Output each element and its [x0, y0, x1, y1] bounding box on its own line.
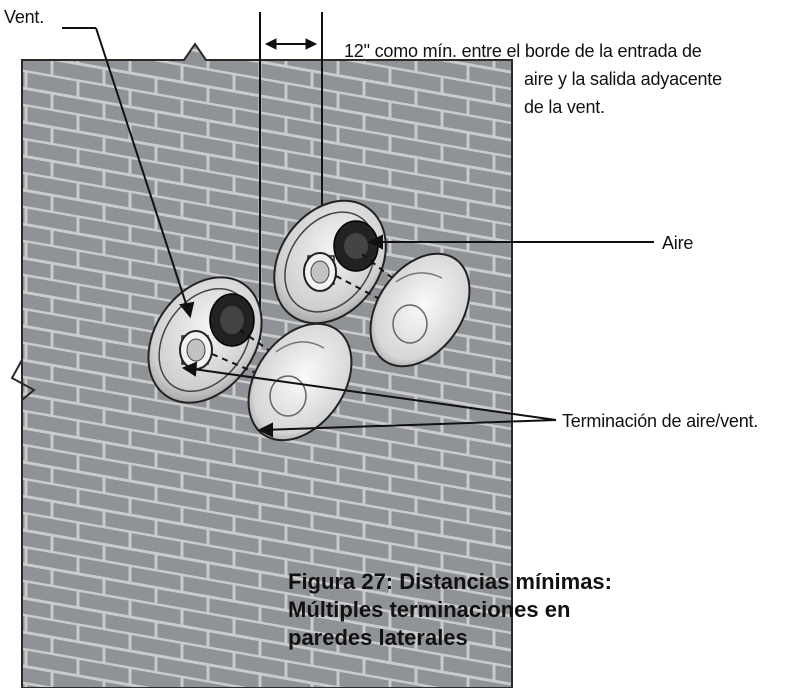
figure-caption-line3: paredes laterales	[288, 625, 468, 650]
clearance-dimension	[259, 12, 323, 340]
termination-cap-lower	[247, 322, 353, 442]
figure-caption-line1: Figura 27: Distancias mínimas:	[288, 569, 612, 594]
termination-cap-upper	[369, 252, 471, 368]
termination-label: Terminación de aire/vent.	[562, 411, 759, 431]
clearance-label-line2: aire y la salida adyacente	[524, 69, 722, 89]
clearance-label-line3: de la vent.	[524, 97, 605, 117]
vent-label: Vent.	[4, 7, 45, 27]
vent-terminal-upper	[273, 199, 387, 325]
leader-lines	[62, 27, 654, 438]
clearance-label-line1: 12" como mín. entre el borde de la entra…	[344, 41, 702, 61]
figure-caption-line2: Múltiples terminaciones en	[288, 597, 571, 622]
air-label: Aire	[662, 233, 694, 253]
